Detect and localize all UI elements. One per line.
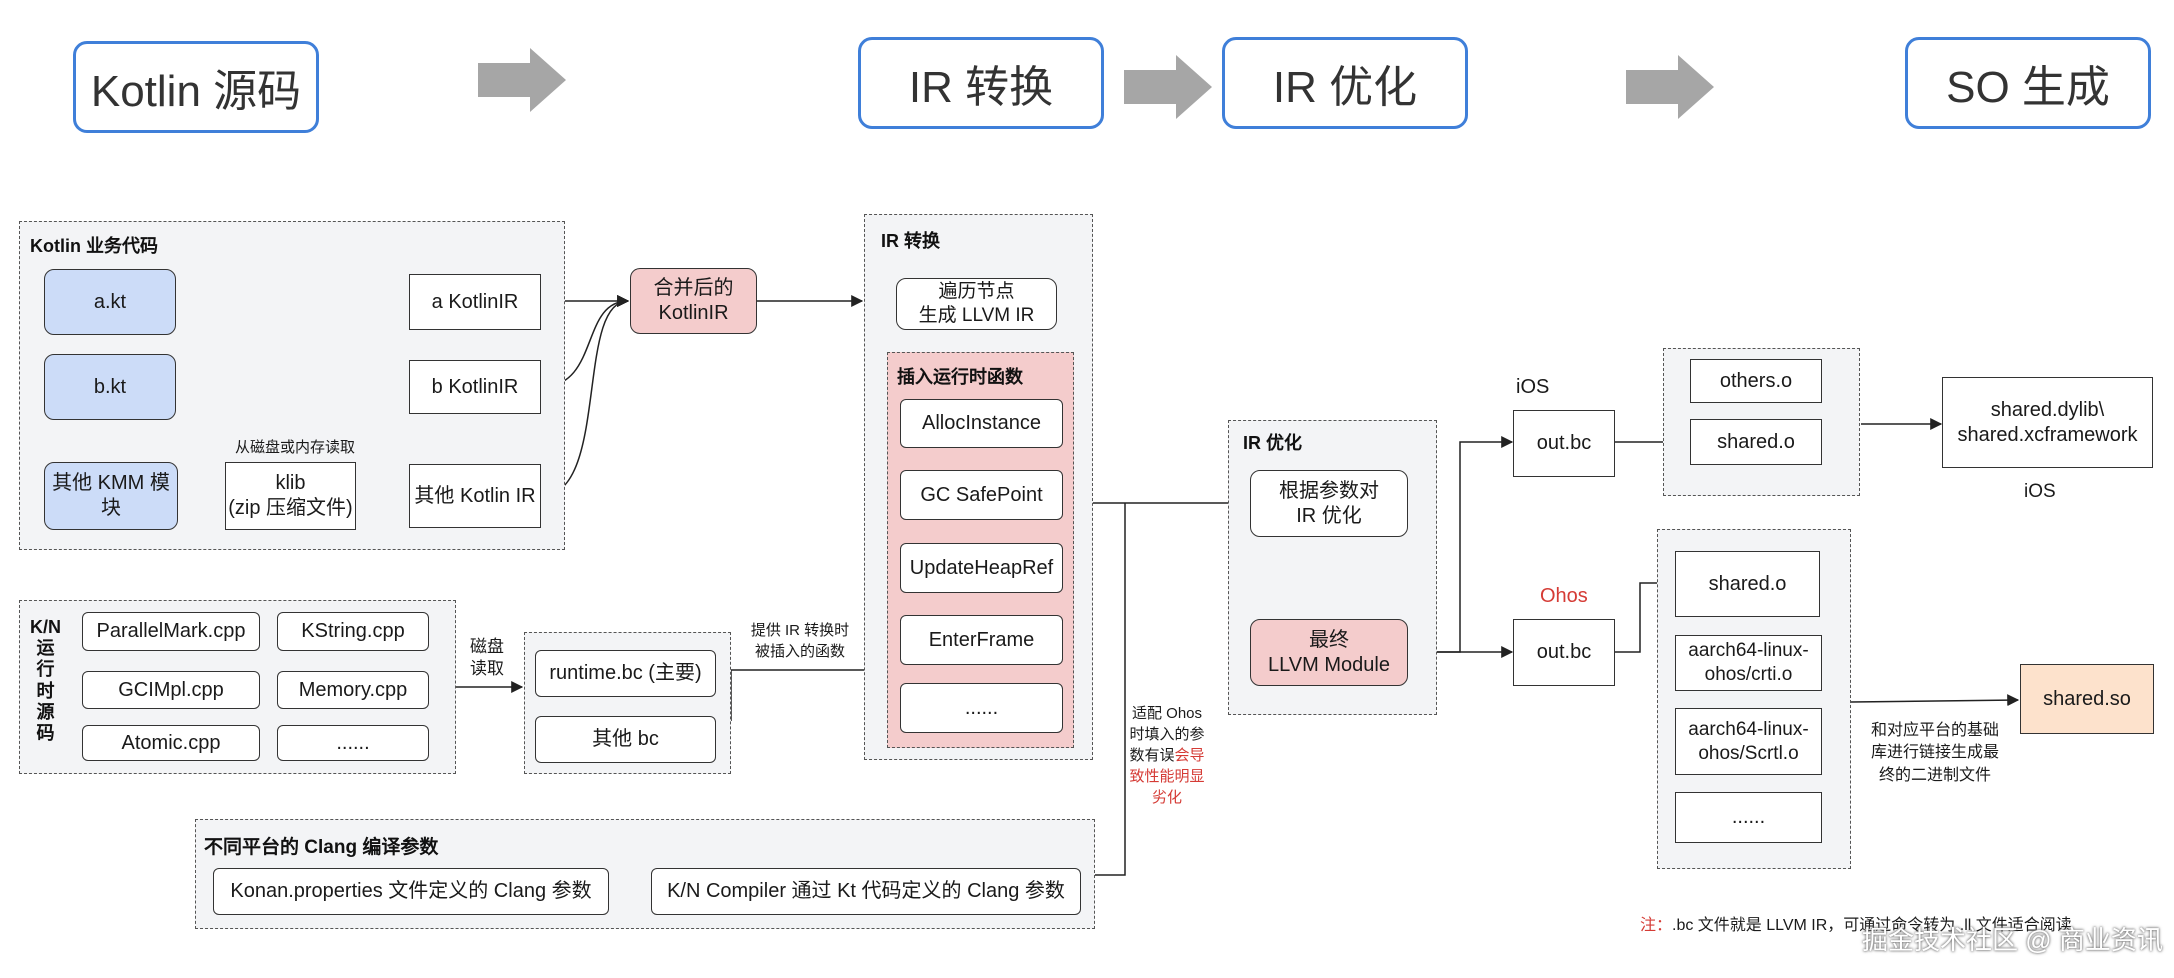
kotlin-group-title: Kotlin 业务代码 — [30, 236, 158, 256]
disk-read-note: 磁盘 读取 — [470, 637, 504, 679]
footnote: 注：.bc 文件就是 LLVM IR，可通过命令转为 .ll 文件适合阅读 — [1640, 911, 2072, 935]
func-updateheapref: UpdateHeapRef — [900, 543, 1063, 593]
stage-arrow-3 — [1626, 55, 1714, 119]
stage-arrow-1 — [478, 48, 566, 112]
other-bc: 其他 bc — [535, 716, 716, 763]
runtime-bc: runtime.bc (主要) — [535, 650, 716, 697]
ohos-more: ...... — [1675, 792, 1822, 843]
func-more: ...... — [900, 683, 1063, 733]
b-kotlin-ir: b KotlinIR — [409, 360, 541, 414]
runtime-file-kstring: KString.cpp — [277, 612, 429, 651]
watermark: 掘金技术社区 @ 商业资讯 — [1862, 925, 2163, 955]
clang-params-title: 不同平台的 Clang 编译参数 — [204, 837, 439, 858]
merged-kotlin-ir: 合并后的 KotlinIR — [630, 268, 757, 334]
ohos-shared-o: shared.o — [1675, 551, 1820, 617]
runtime-file-more: ...... — [277, 725, 429, 761]
stage-kotlin-source: Kotlin 源码 — [73, 41, 319, 133]
other-kmm-module: 其他 KMM 模块 — [44, 462, 178, 530]
ios-others-o: others.o — [1690, 359, 1822, 403]
ios-out-bc: out.bc — [1513, 410, 1615, 477]
stage-arrow-2 — [1124, 55, 1212, 119]
param-optimize-box: 根据参数对 IR 优化 — [1250, 470, 1408, 537]
klib-box: klib (zip 压缩文件) — [225, 462, 356, 530]
kn-compiler-box: K/N Compiler 通过 Kt 代码定义的 Clang 参数 — [651, 868, 1081, 915]
func-allocinstance: AllocInstance — [900, 399, 1063, 448]
stage-so-generate: SO 生成 — [1905, 37, 2151, 129]
ohos-param-warning-text: 适配 Ohos 时填入的参 数有误 — [1129, 705, 1205, 764]
traverse-nodes-box: 遍历节点 生成 LLVM IR — [896, 278, 1057, 330]
shared-so-box: shared.so — [2020, 664, 2154, 734]
stage-ir-optimize: IR 优化 — [1222, 37, 1468, 129]
runtime-file-atomic: Atomic.cpp — [82, 725, 260, 761]
ohos-out-bc: out.bc — [1513, 619, 1615, 686]
read-from-disk-note: 从磁盘或内存读取 — [234, 439, 355, 456]
kn-group-title: K/N 运 行 时 源 码 — [30, 617, 61, 744]
ir-transform-title: IR 转换 — [881, 231, 941, 251]
ohos-crti-o: aarch64-linux- ohos/crti.o — [1675, 635, 1822, 691]
ios-shared-o: shared.o — [1690, 419, 1822, 465]
a-kotlin-ir: a KotlinIR — [409, 274, 541, 330]
file-b-kt: b.kt — [44, 354, 176, 420]
stage-ir-transform: IR 转换 — [858, 37, 1104, 129]
runtime-file-memory: Memory.cpp — [277, 671, 429, 709]
func-gc-safepoint: GC SafePoint — [900, 470, 1063, 520]
runtime-file-parallelmark: ParallelMark.cpp — [82, 612, 260, 651]
ohos-param-warning-note: 适配 Ohos 时填入的参 数有误会导 致性能明显 劣化 — [1127, 703, 1207, 808]
insert-runtime-title: 插入运行时函数 — [897, 367, 1023, 387]
konan-properties-box: Konan.properties 文件定义的 Clang 参数 — [213, 868, 609, 915]
ios-caption: iOS — [2024, 481, 2056, 502]
final-llvm-module: 最终 LLVM Module — [1250, 619, 1408, 686]
provide-functions-note: 提供 IR 转换时 被插入的函数 — [750, 622, 850, 660]
file-a-kt: a.kt — [44, 269, 176, 335]
footnote-text: .bc 文件就是 LLVM IR，可通过命令转为 .ll 文件适合阅读 — [1672, 917, 2072, 934]
ohos-scrtl-o: aarch64-linux- ohos/Scrtl.o — [1675, 708, 1822, 775]
other-kotlin-ir: 其他 Kotlin IR — [409, 464, 541, 528]
ios-label: iOS — [1516, 376, 1550, 398]
ohos-param-warning-red: 会导 致性能明显 劣化 — [1129, 747, 1205, 806]
ir-optimize-title: IR 优化 — [1243, 433, 1303, 453]
ohos-label: Ohos — [1540, 585, 1588, 607]
footnote-prefix: 注： — [1640, 917, 1673, 934]
shared-dylib-box: shared.dylib\ shared.xcframework — [1942, 377, 2153, 468]
runtime-file-gcimpl: GCIMpl.cpp — [82, 671, 260, 709]
func-enterframe: EnterFrame — [900, 615, 1063, 665]
link-note: 和对应平台的基础 库进行链接生成最 终的二进制文件 — [1870, 722, 1999, 784]
